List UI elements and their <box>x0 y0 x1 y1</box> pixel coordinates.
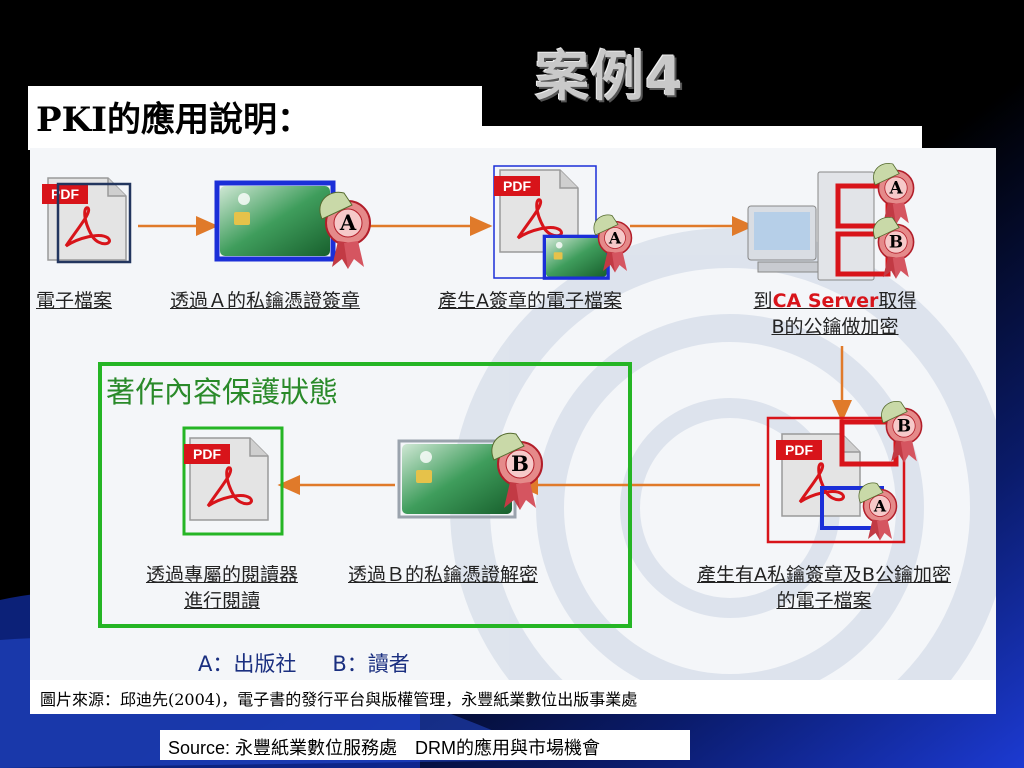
step-6-badge-b: B <box>490 432 543 511</box>
svg-text:B: B <box>897 416 911 436</box>
step-1-label: 電子檔案 <box>36 290 113 312</box>
step-6-label: 透過Ｂ的私鑰憑證解密 <box>348 564 539 586</box>
step-3-signed-pdf-icon <box>492 165 610 280</box>
step-1-pdf-icon <box>40 176 132 264</box>
protection-state-box <box>98 362 632 628</box>
legend-b: B：讀者 <box>332 652 410 676</box>
svg-text:B: B <box>511 451 529 476</box>
legend-a: A：出版社 <box>198 652 297 676</box>
step-4-badge-a: A <box>872 162 915 226</box>
svg-text:B: B <box>889 232 903 252</box>
svg-text:A: A <box>888 178 903 198</box>
source-footer: Source: 永豐紙業數位服務處 DRM的應用與市場機會 <box>168 738 601 758</box>
subtitle-box <box>28 86 482 150</box>
step-5-badge-a: A <box>858 482 898 542</box>
step-5-label: 產生有A私鑰簽章及B公鑰加密 的電子檔案 <box>696 564 952 612</box>
caption-bar <box>30 680 996 714</box>
slide-subtitle: PKI的應用說明： <box>36 100 312 140</box>
step-4-ca-server-icon <box>747 171 891 281</box>
step-4-label: 到CA Server取得 B的公鑰做加密 <box>753 290 917 338</box>
step-3-badge-a: A <box>593 214 633 274</box>
legend: A：出版社 B：讀者 <box>198 648 410 678</box>
step-4-badge-b: B <box>872 216 915 280</box>
header-strip <box>482 126 922 148</box>
diagram-panel: PDF <box>30 148 996 680</box>
step-5-badge-b: B <box>880 400 923 464</box>
step-3-label: 產生A簽章的電子檔案 <box>438 290 622 312</box>
step-7-label: 透過專屬的閱讀器 進行閱讀 <box>145 564 298 612</box>
svg-text:A: A <box>608 228 622 247</box>
source-bar <box>160 730 690 760</box>
badge-a-letter: A <box>339 210 357 235</box>
svg-text:A: A <box>873 496 887 515</box>
step-2-label: 透過Ａ的私鑰憑證簽章 <box>170 290 361 312</box>
image-source-caption: 圖片來源：邱迪先(2004)，電子書的發行平台與版權管理，永豐紙業數位出版事業處 <box>40 690 638 709</box>
protection-state-title: 著作內容保護狀態 <box>106 375 339 409</box>
step-2-card-icon <box>214 180 336 262</box>
diagram-canvas: PDF <box>40 162 996 680</box>
step-7-pdf-icon <box>182 426 284 536</box>
step-2-badge-a: A <box>318 191 371 270</box>
slide-title: 案例4 <box>535 45 684 108</box>
